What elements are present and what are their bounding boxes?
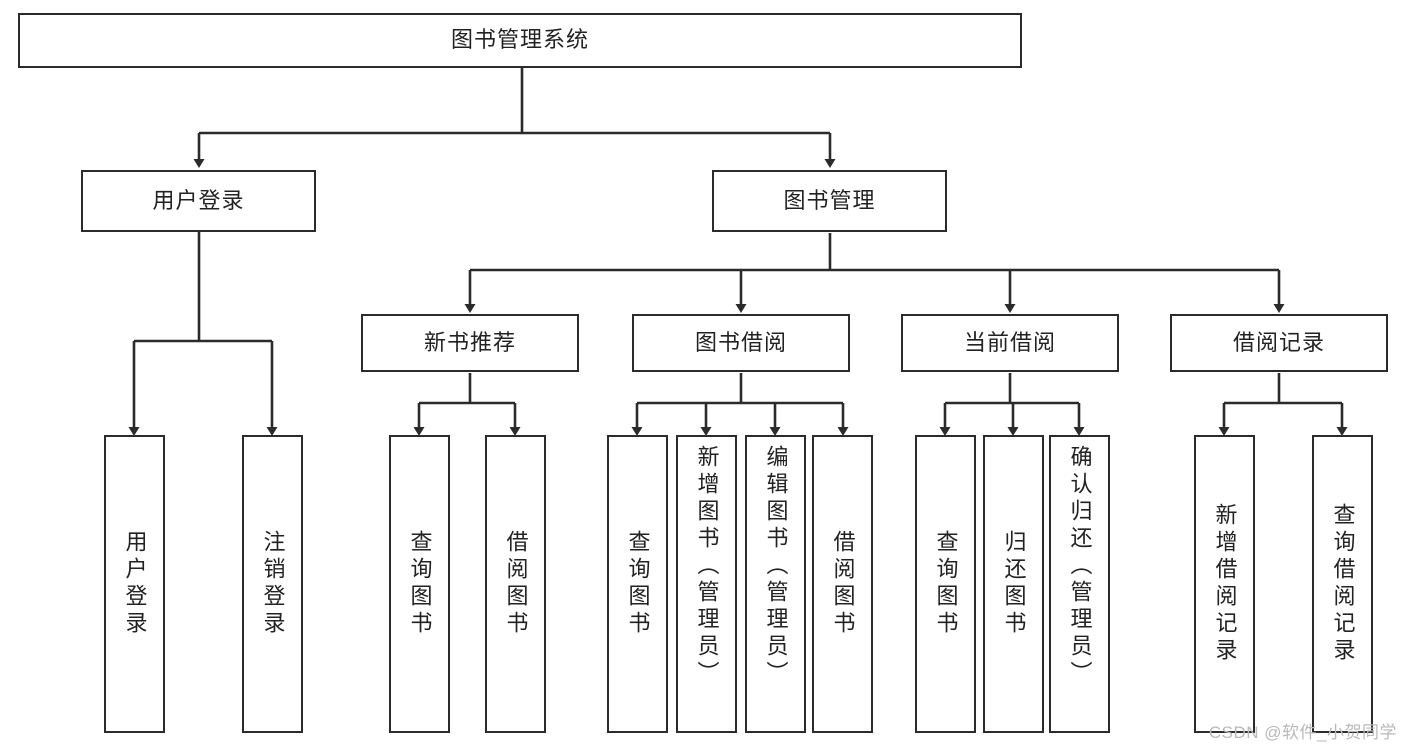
node-book-borrow-label: 图书借阅 <box>694 329 787 355</box>
node-leaf-confirm-return-label: 确认归还（管理员） <box>1067 445 1093 688</box>
node-leaf-return-book-label: 归还图书 <box>1001 530 1027 638</box>
node-leaf-user-logout[interactable]: 注销登录 <box>242 435 303 733</box>
node-leaf-user-login[interactable]: 用户登录 <box>104 435 165 733</box>
node-leaf-query-book-1[interactable]: 查询图书 <box>389 435 450 733</box>
node-leaf-borrow-book-2-label: 借阅图书 <box>830 530 856 638</box>
node-leaf-query-book-3-label: 查询图书 <box>933 530 959 638</box>
node-leaf-user-login-label: 用户登录 <box>122 530 148 638</box>
node-new-book-recommend[interactable]: 新书推荐 <box>361 314 579 372</box>
node-book-manage[interactable]: 图书管理 <box>712 170 947 232</box>
node-leaf-confirm-return[interactable]: 确认归还（管理员） <box>1049 435 1110 733</box>
node-book-manage-label: 图书管理 <box>783 187 876 213</box>
node-leaf-query-record[interactable]: 查询借阅记录 <box>1312 435 1373 733</box>
node-book-borrow[interactable]: 图书借阅 <box>632 314 850 372</box>
node-borrow-record-label: 借阅记录 <box>1232 329 1325 355</box>
node-leaf-borrow-book-2[interactable]: 借阅图书 <box>812 435 873 733</box>
node-leaf-query-book-2[interactable]: 查询图书 <box>607 435 668 733</box>
node-leaf-add-book[interactable]: 新增图书（管理员） <box>676 435 737 733</box>
node-leaf-query-book-3[interactable]: 查询图书 <box>915 435 976 733</box>
node-root-label: 图书管理系统 <box>450 27 589 53</box>
node-borrow-record[interactable]: 借阅记录 <box>1170 314 1388 372</box>
node-current-borrow[interactable]: 当前借阅 <box>901 314 1119 372</box>
node-leaf-query-book-2-label: 查询图书 <box>625 530 651 638</box>
node-root[interactable]: 图书管理系统 <box>18 13 1022 68</box>
node-leaf-return-book[interactable]: 归还图书 <box>983 435 1044 733</box>
node-leaf-add-record-label: 新增借阅记录 <box>1212 503 1238 665</box>
node-leaf-query-book-1-label: 查询图书 <box>407 530 433 638</box>
node-leaf-edit-book[interactable]: 编辑图书（管理员） <box>745 435 806 733</box>
node-leaf-borrow-book-1[interactable]: 借阅图书 <box>485 435 546 733</box>
node-leaf-user-logout-label: 注销登录 <box>260 530 286 638</box>
node-user-login-label: 用户登录 <box>152 187 245 213</box>
node-leaf-edit-book-label: 编辑图书（管理员） <box>763 445 789 688</box>
node-user-login[interactable]: 用户登录 <box>81 170 316 232</box>
node-leaf-add-record[interactable]: 新增借阅记录 <box>1194 435 1255 733</box>
node-leaf-add-book-label: 新增图书（管理员） <box>694 445 720 688</box>
node-new-book-recommend-label: 新书推荐 <box>423 329 516 355</box>
node-leaf-query-record-label: 查询借阅记录 <box>1330 503 1356 665</box>
node-leaf-borrow-book-1-label: 借阅图书 <box>503 530 529 638</box>
node-current-borrow-label: 当前借阅 <box>963 329 1056 355</box>
